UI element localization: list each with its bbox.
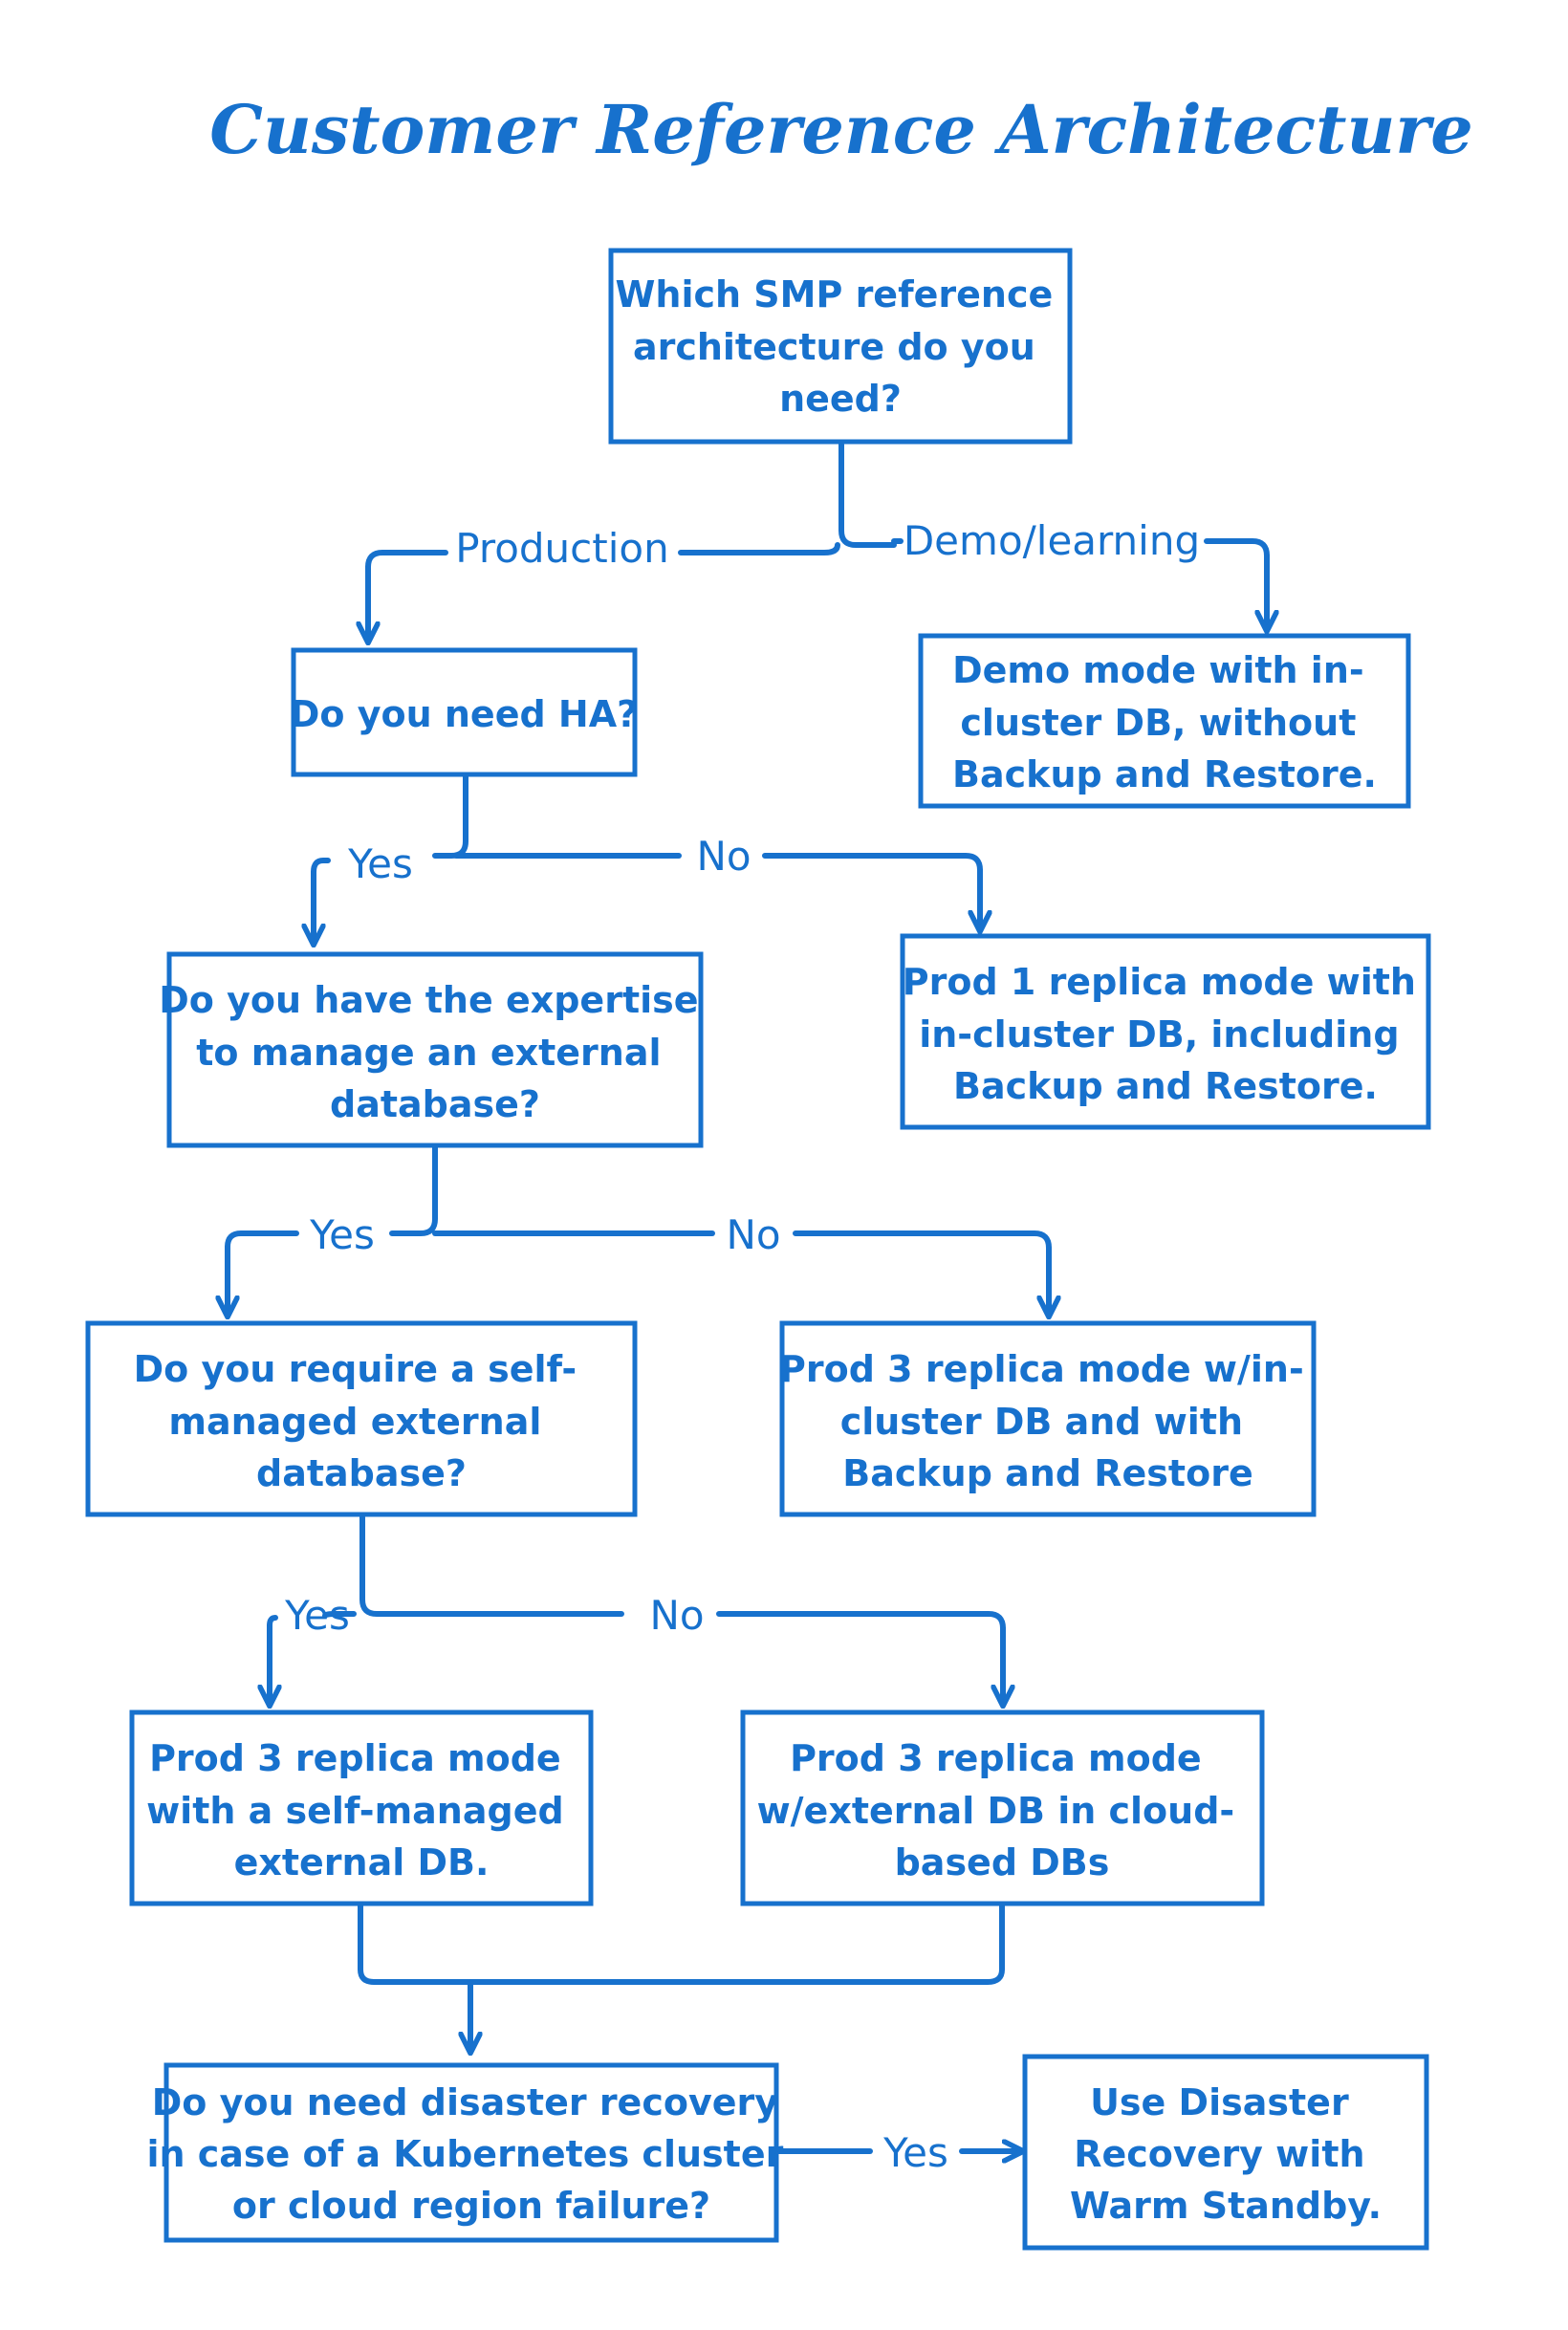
edge-label-selfmanaged-yes: Yes xyxy=(284,1592,350,1639)
node-prod3-selfmanaged: Prod 3 replica mode with a self-managed … xyxy=(146,1737,577,1884)
edge-label-expertise-yes: Yes xyxy=(309,1211,375,1258)
edge-ha-no-right xyxy=(762,853,983,873)
edge-merge-left xyxy=(358,1903,1005,1985)
node-texts: Which SMP reference architecture do you … xyxy=(134,273,1428,2227)
edge-label-expertise-no: No xyxy=(726,1211,780,1258)
edge-labels: Production Demo/learning Yes No Yes No Y… xyxy=(284,517,1200,2176)
edge-selfmanaged-down xyxy=(359,1514,624,1617)
node-q-dr: Do you need disaster recovery in case of… xyxy=(146,2081,795,2227)
node-q-selfmanaged: Do you require a self- managed external … xyxy=(134,1348,590,1494)
edge-demo-right xyxy=(1204,538,1270,558)
node-box-prod3-selfmanaged xyxy=(129,1709,594,1906)
node-box-q-dr xyxy=(163,2062,779,2243)
node-prod1: Prod 1 replica mode with in-cluster DB, … xyxy=(903,961,1428,1107)
edge-label-dr-yes: Yes xyxy=(882,2129,948,2176)
edge-label-production: Production xyxy=(455,525,668,572)
node-box-q-smp xyxy=(608,248,1073,445)
arrow-lines xyxy=(228,553,1267,2151)
node-q-expertise: Do you have the expertise to manage an e… xyxy=(159,979,711,1125)
diagram-title: Customer Reference Architecture xyxy=(209,90,1473,169)
edge-selfmanaged-no-right xyxy=(716,1611,1006,1631)
node-dr-warm: Use Disaster Recovery with Warm Standby. xyxy=(1070,2081,1382,2227)
node-box-dr-warm xyxy=(1022,2054,1429,2251)
edge-ha-down xyxy=(432,773,468,859)
edge-label-demo: Demo/learning xyxy=(904,517,1200,564)
edge-expertise-no-right xyxy=(793,1230,1052,1251)
edge-expertise-yes-left xyxy=(225,1230,299,1250)
edge-selfmanaged-yes-left xyxy=(322,1611,357,1619)
node-box-prod3-cloud xyxy=(740,1709,1265,1906)
edge-label-selfmanaged-no: No xyxy=(649,1592,704,1639)
edge-production-left xyxy=(678,542,840,555)
node-box-prod3-incluster xyxy=(779,1320,1317,1517)
node-prod3-cloud: Prod 3 replica mode w/external DB in clo… xyxy=(757,1737,1248,1884)
node-prod3-incluster: Prod 3 replica mode w/in- cluster DB and… xyxy=(779,1348,1317,1494)
node-box-q-selfmanaged xyxy=(85,1320,638,1517)
edge-expertise-down xyxy=(389,1144,438,1236)
edge-q-smp-split xyxy=(838,442,897,548)
node-box-prod1 xyxy=(900,933,1431,1130)
node-q-ha: Do you need HA? xyxy=(290,693,638,735)
node-box-demo-mode xyxy=(918,633,1411,809)
node-box-q-expertise xyxy=(166,951,704,1148)
node-box-q-ha xyxy=(291,647,638,777)
edge-production-right xyxy=(365,550,448,570)
edge-label-ha-yes: Yes xyxy=(347,840,413,887)
node-demo-mode: Demo mode with in- cluster DB, without B… xyxy=(952,649,1377,795)
node-boxes xyxy=(85,248,1431,2251)
node-q-smp: Which SMP reference architecture do you … xyxy=(616,273,1066,420)
edge-label-ha-no: No xyxy=(696,833,751,880)
